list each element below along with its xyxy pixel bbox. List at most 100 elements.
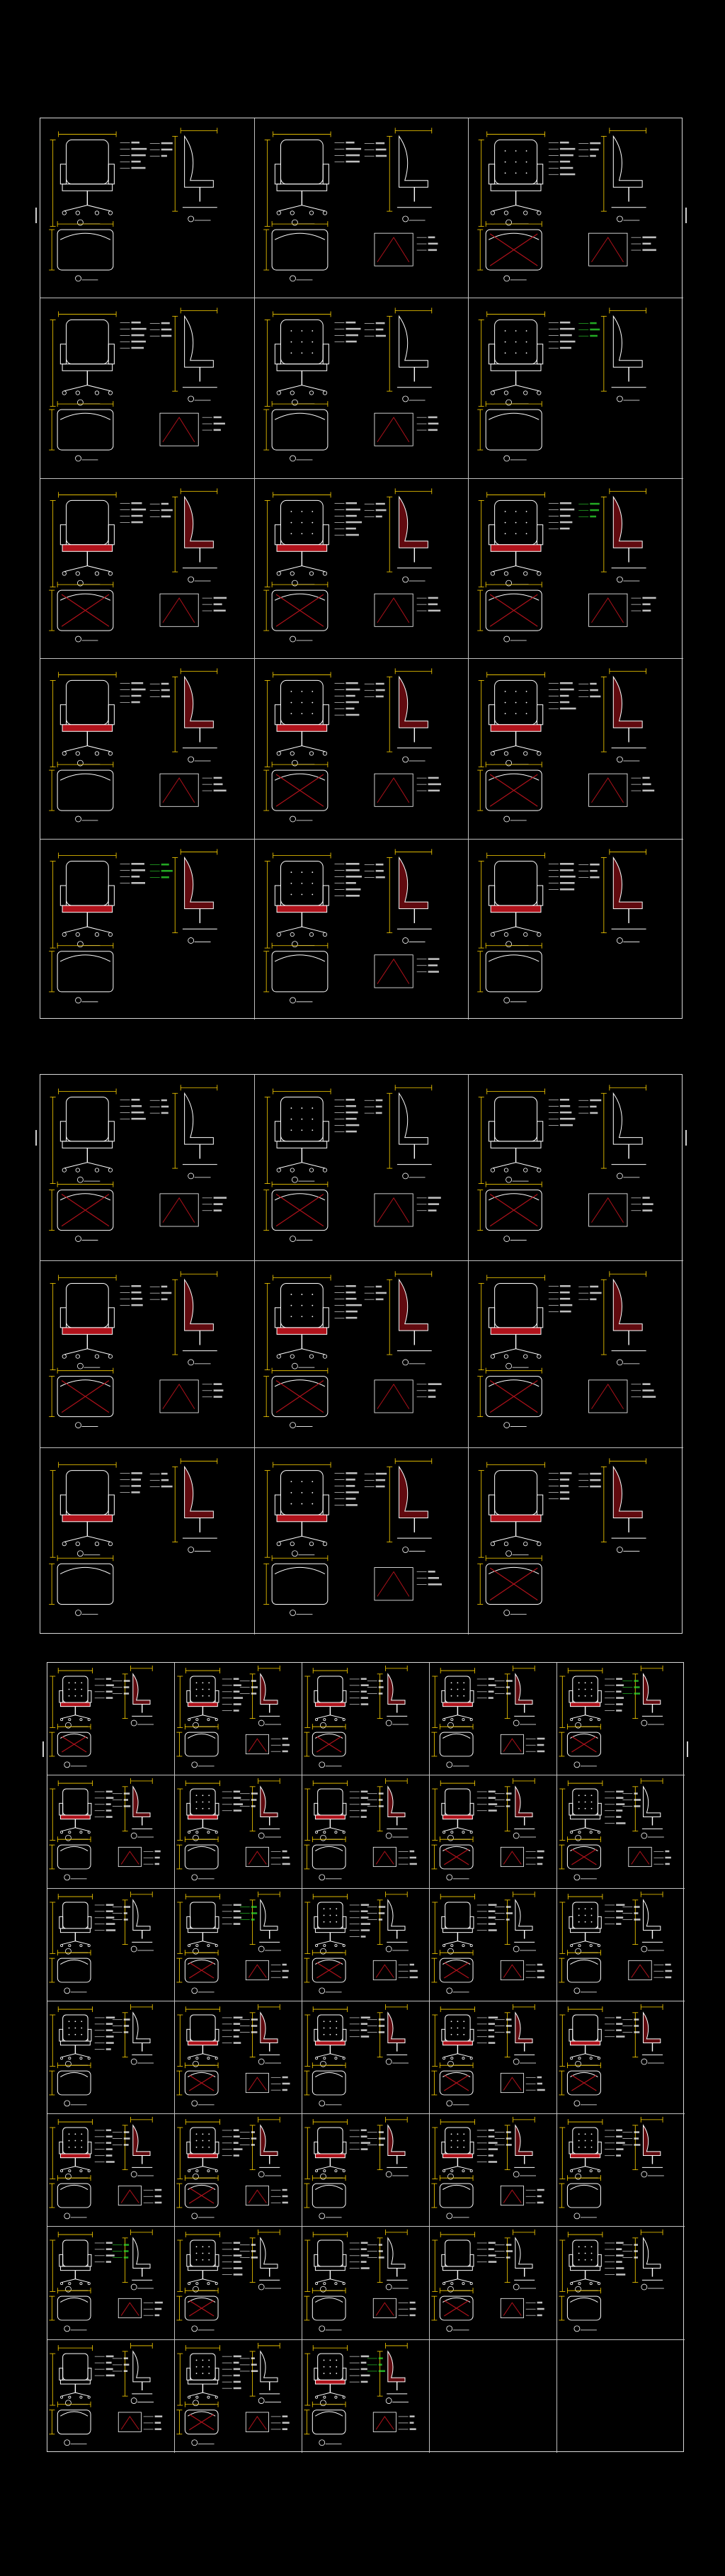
callout-label (233, 2273, 243, 2276)
callout-label (560, 1117, 576, 1120)
chair-drawing (304, 2230, 416, 2332)
chair-armrest (59, 2367, 64, 2380)
callout-label (488, 2248, 494, 2251)
plan-backrest-curve (59, 1379, 111, 1387)
chair-side-profile (260, 1898, 278, 1931)
callout-label (642, 1209, 653, 1211)
callout-label (105, 2355, 114, 2357)
caster-wheel (108, 1541, 113, 1546)
chair-armrest (322, 1121, 329, 1142)
tufting-button (525, 330, 527, 332)
caster-wheel (334, 1943, 338, 1947)
callout-label (233, 1678, 239, 1680)
callout-label (616, 1678, 622, 1680)
view-title-marker (401, 215, 409, 222)
callout-label (590, 1105, 597, 1108)
callout-label (131, 682, 144, 684)
tufting-button (329, 1907, 331, 1909)
callout-label (488, 2161, 498, 2163)
tufting-button (463, 1695, 465, 1697)
callout-label (428, 964, 438, 966)
chair-drawing (49, 2230, 163, 2332)
chair-base (61, 2053, 89, 2057)
chair-drawing (477, 1085, 654, 1242)
chair-drawing (49, 2004, 154, 2107)
callout-label (123, 2363, 130, 2366)
view-title-marker (77, 580, 84, 587)
chair-plan-view (271, 409, 329, 451)
chair-seat (187, 2379, 218, 2385)
caster-wheel (188, 1831, 191, 1834)
callout-label (282, 2082, 290, 2085)
callout-label (346, 1117, 357, 1120)
callout-label (123, 1805, 131, 1808)
callout-label (233, 2355, 241, 2357)
caster-wheel (322, 1354, 327, 1360)
plan-hatch (490, 1380, 538, 1413)
view-title-marker (401, 396, 409, 402)
chair-plan-view (312, 1844, 346, 1870)
tufting-button (290, 352, 292, 354)
view-title-marker (503, 1422, 510, 1429)
view-title-marker (573, 2325, 581, 2332)
chair-backrest (66, 860, 109, 906)
chair-armrest (314, 1803, 319, 1816)
drawing-cell (302, 1663, 430, 1776)
drawing-group (559, 1665, 664, 1768)
callout-label (123, 2137, 130, 2140)
chair-drawing (263, 1271, 442, 1429)
tufting-button (195, 2372, 198, 2374)
chair-base (61, 1827, 89, 1832)
caster-wheel (87, 1943, 91, 1947)
drawing-group (304, 1891, 418, 1994)
callout-label (488, 1684, 496, 1687)
plan-hatch (443, 1962, 469, 1979)
callout-label (506, 2244, 512, 2247)
drawing-group (49, 849, 218, 1003)
plan-backrest-curve (315, 2411, 343, 2417)
callout-label (346, 1484, 355, 1487)
callout-label (506, 1911, 513, 1914)
callout-label (131, 1098, 140, 1101)
chair-seat (276, 363, 327, 372)
caster-wheel (309, 390, 314, 396)
callout-label (105, 2368, 113, 2370)
caster-wheel (215, 2169, 218, 2173)
callout-label (360, 2035, 370, 2038)
chair-side-profile (613, 315, 643, 368)
chair-seat (491, 905, 542, 913)
chair-drawing (49, 1778, 161, 1881)
caster-wheel (323, 1943, 326, 1947)
tufting-button (584, 1801, 586, 1803)
callout-label (346, 869, 360, 871)
chair-armrest (342, 1803, 347, 1816)
view-title-marker (191, 2213, 198, 2220)
caster-wheel (276, 390, 281, 396)
caster-wheel (60, 1831, 64, 1834)
chair-plan-view (271, 950, 329, 993)
callout-label (428, 1389, 435, 1392)
callout-label (346, 514, 357, 517)
callout-label (251, 1792, 258, 1795)
view-title-marker (506, 940, 513, 947)
callout-label (346, 1098, 355, 1101)
callout-label (233, 2016, 243, 2018)
callout-label (105, 2029, 113, 2031)
callout-label (123, 2250, 129, 2253)
chair-seat (187, 2153, 218, 2159)
tufting-button (202, 1682, 204, 1684)
tufting-button (463, 1682, 465, 1684)
callout-label (560, 1098, 570, 1101)
chair-side-profile (260, 2237, 278, 2269)
callout-label (616, 1703, 623, 1705)
caster-wheel (523, 932, 528, 937)
view-title-marker (447, 1835, 454, 1841)
callout-label (428, 776, 439, 779)
caster-wheel (523, 210, 528, 215)
caster-wheel (469, 2057, 473, 2060)
chair-armrest (441, 2254, 446, 2267)
callout-label (378, 2018, 385, 2021)
view-title-marker (447, 2060, 454, 2067)
callout-label (560, 875, 576, 878)
drawing-group (263, 1085, 441, 1242)
